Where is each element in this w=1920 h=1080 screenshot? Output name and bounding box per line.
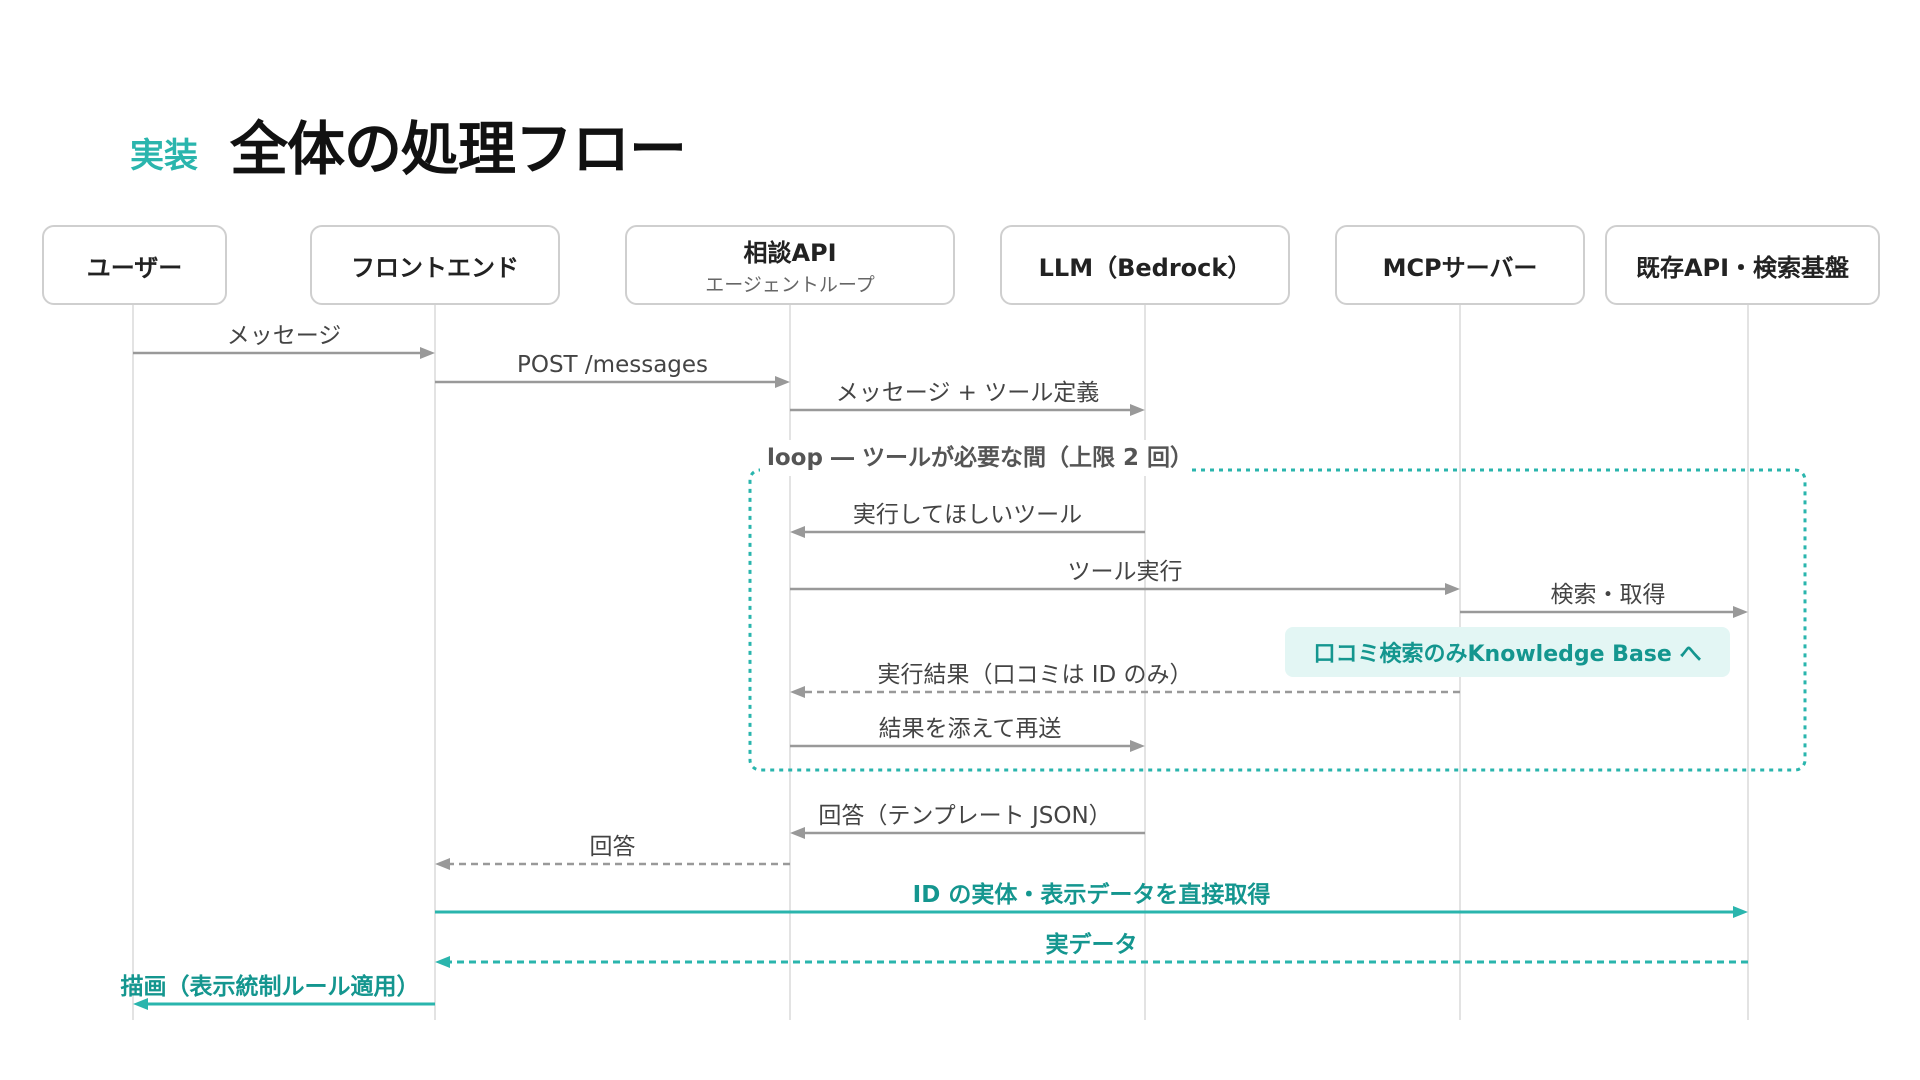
arrowhead-1 (775, 376, 790, 388)
arrowhead-11 (435, 956, 450, 968)
knowledge-base-note: 口コミ検索のみKnowledge Base へ (1285, 627, 1730, 677)
message-label-3: 実行してほしいツール (853, 502, 1082, 528)
loop-frame (748, 468, 1807, 772)
message-label-9: 回答 (590, 834, 636, 860)
arrowhead-6 (790, 686, 805, 698)
message-label-12: 描画（表示統制ルール適用） (121, 973, 420, 1000)
participant-llm: LLM（Bedrock） (1000, 225, 1290, 305)
arrowhead-10 (1733, 906, 1748, 918)
participant-backend: 既存API・検索基盤 (1605, 225, 1880, 305)
message-label-11: 実データ (1046, 931, 1138, 958)
arrowhead-7 (1130, 740, 1145, 752)
arrowhead-4 (1445, 583, 1460, 595)
message-label-5: 検索・取得 (1551, 582, 1666, 608)
participant-frontend: フロントエンド (310, 225, 560, 305)
message-label-6: 実行結果（口コミは ID のみ） (877, 662, 1192, 688)
arrowhead-5 (1733, 606, 1748, 618)
participant-mcp: MCPサーバー (1335, 225, 1585, 305)
participant-name: ユーザー (86, 253, 183, 282)
participant-name: 相談API (743, 239, 837, 267)
arrowhead-0 (420, 347, 435, 359)
message-label-0: メッセージ (227, 323, 342, 349)
participant-api: 相談API エージェントループ (625, 225, 955, 305)
participant-name: LLM（Bedrock） (1038, 253, 1252, 282)
page-title: 全体の処理フロー (230, 115, 687, 183)
message-label-1: POST /messages (517, 352, 708, 378)
arrowhead-3 (790, 526, 805, 538)
message-label-4: ツール実行 (1068, 559, 1183, 585)
participant-name: MCPサーバー (1382, 253, 1538, 282)
arrowhead-2 (1130, 404, 1145, 416)
loop-label-bg (760, 440, 1188, 476)
arrowhead-12 (133, 998, 148, 1010)
participant-subtitle: エージェントループ (705, 274, 875, 296)
arrowhead-8 (790, 827, 805, 839)
participant-user: ユーザー (42, 225, 227, 305)
message-label-10: ID の実体・表示データを直接取得 (913, 881, 1271, 908)
participant-name: フロントエンド (351, 253, 519, 282)
section-tag: 実装 (130, 136, 198, 176)
message-label-8: 回答（テンプレート JSON） (818, 803, 1111, 829)
arrowhead-9 (435, 858, 450, 870)
message-label-7: 結果を添えて再送 (879, 716, 1062, 742)
loop-label: loop ― ツールが必要な間（上限 2 回） (767, 444, 1193, 471)
participant-name: 既存API・検索基盤 (1635, 253, 1850, 282)
message-label-2: メッセージ + ツール定義 (836, 380, 1099, 406)
